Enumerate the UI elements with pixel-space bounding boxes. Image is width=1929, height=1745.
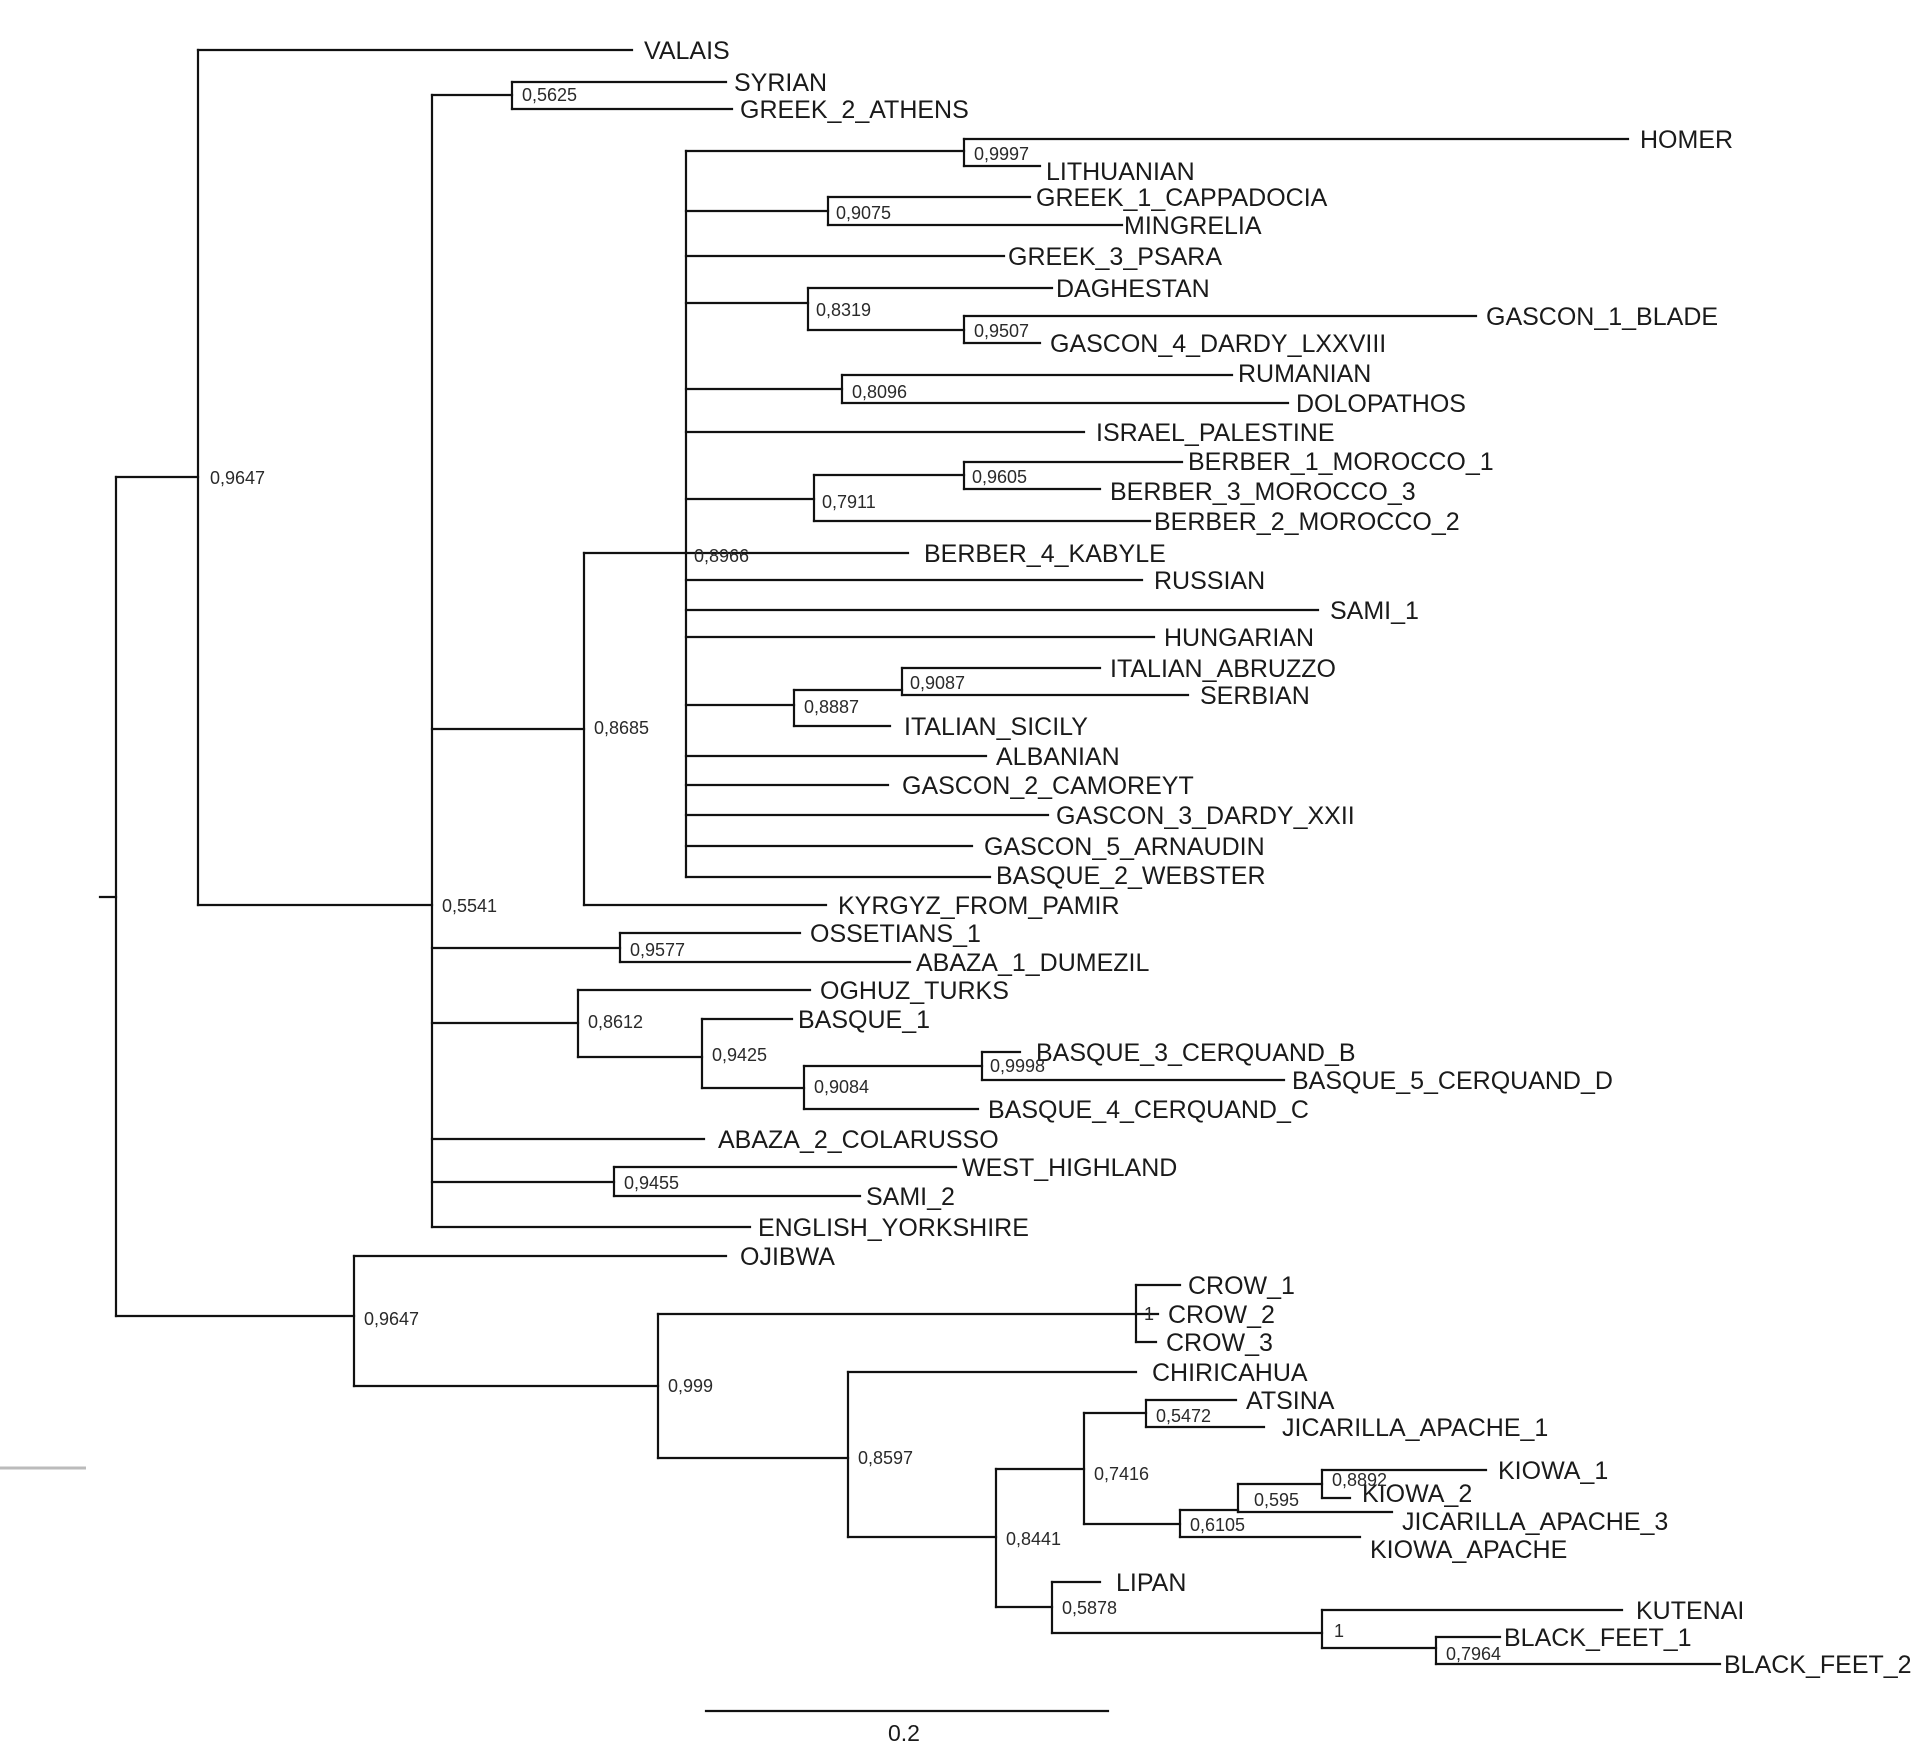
- taxon-label: SERBIAN: [1200, 682, 1310, 710]
- taxon-label: GASCON_3_DARDY_XXII: [1056, 802, 1355, 830]
- taxon-label: SYRIAN: [734, 69, 827, 97]
- scale-bar-label: 0.2: [888, 1720, 920, 1745]
- support-value: 0,8441: [1006, 1529, 1061, 1549]
- taxon-label: OGHUZ_TURKS: [820, 977, 1009, 1005]
- support-value: 0,9998: [990, 1056, 1045, 1076]
- taxon-label: JICARILLA_APACHE_3: [1402, 1508, 1668, 1536]
- support-value: 0,9577: [630, 940, 685, 960]
- taxon-label: VALAIS: [644, 37, 730, 65]
- taxon-label: KIOWA_1: [1498, 1457, 1608, 1485]
- taxon-label: DOLOPATHOS: [1296, 390, 1466, 418]
- taxon-label: SAMI_2: [866, 1183, 955, 1211]
- support-value: 0,8597: [858, 1448, 913, 1468]
- taxon-label: WEST_HIGHLAND: [962, 1154, 1177, 1182]
- taxon-label: BLACK_FEET_1: [1504, 1624, 1692, 1652]
- scale-bar: 0.2: [704, 1709, 1110, 1745]
- support-value: 1: [1144, 1304, 1154, 1324]
- taxon-label: ISRAEL_PALESTINE: [1096, 419, 1335, 447]
- support-value: 0,5878: [1062, 1598, 1117, 1618]
- support-value: 0,8685: [594, 718, 649, 738]
- taxon-label: CROW_3: [1166, 1329, 1273, 1357]
- support-value: 0,9647: [210, 468, 265, 488]
- taxon-label: BASQUE_1: [798, 1006, 930, 1034]
- taxon-label: GASCON_2_CAMOREYT: [902, 772, 1194, 800]
- taxon-label: CROW_1: [1188, 1272, 1295, 1300]
- taxon-label: BASQUE_5_CERQUAND_D: [1292, 1067, 1613, 1095]
- support-value: 0,8319: [816, 300, 871, 320]
- support-value: 0,999: [668, 1376, 713, 1396]
- taxon-label: GREEK_2_ATHENS: [740, 96, 969, 124]
- support-value: 0,8612: [588, 1012, 643, 1032]
- taxon-label: KYRGYZ_FROM_PAMIR: [838, 892, 1120, 920]
- support-value: 0,7416: [1094, 1464, 1149, 1484]
- support-value: 1: [1334, 1621, 1344, 1641]
- taxon-label: GREEK_3_PSARA: [1008, 243, 1222, 271]
- taxon-label: KUTENAI: [1636, 1597, 1744, 1625]
- support-value: 0,9455: [624, 1173, 679, 1193]
- taxon-label: ATSINA: [1246, 1387, 1335, 1415]
- taxon-label: BLACK_FEET_2: [1724, 1651, 1912, 1679]
- taxon-label: KIOWA_2: [1362, 1480, 1472, 1508]
- taxon-label: CHIRICAHUA: [1152, 1359, 1308, 1387]
- support-value: 0,9425: [712, 1045, 767, 1065]
- taxon-label: GASCON_4_DARDY_LXXVIII: [1050, 330, 1386, 358]
- taxon-label: ITALIAN_SICILY: [904, 713, 1088, 741]
- support-value: 0,8966: [694, 546, 749, 566]
- taxon-label: BERBER_4_KABYLE: [924, 540, 1166, 568]
- support-values: 0,9647 0,5625 0,9997 0,9075 0,8319 0,950…: [210, 85, 1501, 1664]
- taxon-label: HUNGARIAN: [1164, 624, 1314, 652]
- support-value: 0,5625: [522, 85, 577, 105]
- taxon-label: BERBER_1_MOROCCO_1: [1188, 448, 1494, 476]
- leaf-labels: VALAIS SYRIAN GREEK_2_ATHENS HOMER LITHU…: [644, 37, 1912, 1679]
- taxon-label: RUSSIAN: [1154, 567, 1265, 595]
- support-value: 0,5541: [442, 896, 497, 916]
- support-value: 0,7964: [1446, 1644, 1501, 1664]
- taxon-label: KIOWA_APACHE: [1370, 1536, 1567, 1564]
- support-value: 0,9087: [910, 673, 965, 693]
- taxon-label: GASCON_1_BLADE: [1486, 303, 1718, 331]
- support-value: 0,8096: [852, 382, 907, 402]
- support-value: 0,8892: [1332, 1470, 1387, 1490]
- support-value: 0,595: [1254, 1490, 1299, 1510]
- taxon-label: GASCON_5_ARNAUDIN: [984, 833, 1265, 861]
- taxon-label: HOMER: [1640, 126, 1733, 154]
- taxon-label: RUMANIAN: [1238, 360, 1371, 388]
- support-value: 0,5472: [1156, 1406, 1211, 1426]
- taxon-label: ENGLISH_YORKSHIRE: [758, 1214, 1029, 1242]
- support-value: 0,8887: [804, 697, 859, 717]
- taxon-label: ITALIAN_ABRUZZO: [1110, 655, 1336, 683]
- support-value: 0,6105: [1190, 1515, 1245, 1535]
- taxon-label: OSSETIANS_1: [810, 920, 981, 948]
- taxon-label: BASQUE_3_CERQUAND_B: [1036, 1039, 1356, 1067]
- support-value: 0,9647: [364, 1309, 419, 1329]
- taxon-label: ALBANIAN: [996, 743, 1120, 771]
- support-value: 0,7911: [822, 492, 876, 512]
- taxon-label: BERBER_3_MOROCCO_3: [1110, 478, 1416, 506]
- taxon-label: BERBER_2_MOROCCO_2: [1154, 508, 1460, 536]
- support-value: 0,9997: [974, 144, 1029, 164]
- taxon-label: DAGHESTAN: [1056, 275, 1210, 303]
- taxon-label: GREEK_1_CAPPADOCIA: [1036, 184, 1328, 212]
- taxon-label: LITHUANIAN: [1046, 158, 1195, 186]
- taxon-label: SAMI_1: [1330, 597, 1419, 625]
- taxon-label: BASQUE_2_WEBSTER: [996, 862, 1266, 890]
- taxon-label: CROW_2: [1168, 1301, 1275, 1329]
- taxon-label: MINGRELIA: [1124, 212, 1262, 240]
- tree-edges: [98, 48, 1722, 1666]
- support-value: 0,9605: [972, 467, 1027, 487]
- support-value: 0,9084: [814, 1077, 869, 1097]
- taxon-label: BASQUE_4_CERQUAND_C: [988, 1096, 1309, 1124]
- taxon-label: OJIBWA: [740, 1243, 835, 1271]
- taxon-label: ABAZA_1_DUMEZIL: [916, 949, 1150, 977]
- taxon-label: JICARILLA_APACHE_1: [1282, 1414, 1548, 1442]
- support-value: 0,9075: [836, 203, 891, 223]
- taxon-label: ABAZA_2_COLARUSSO: [718, 1126, 999, 1154]
- support-value: 0,9507: [974, 321, 1029, 341]
- taxon-label: LIPAN: [1116, 1569, 1186, 1597]
